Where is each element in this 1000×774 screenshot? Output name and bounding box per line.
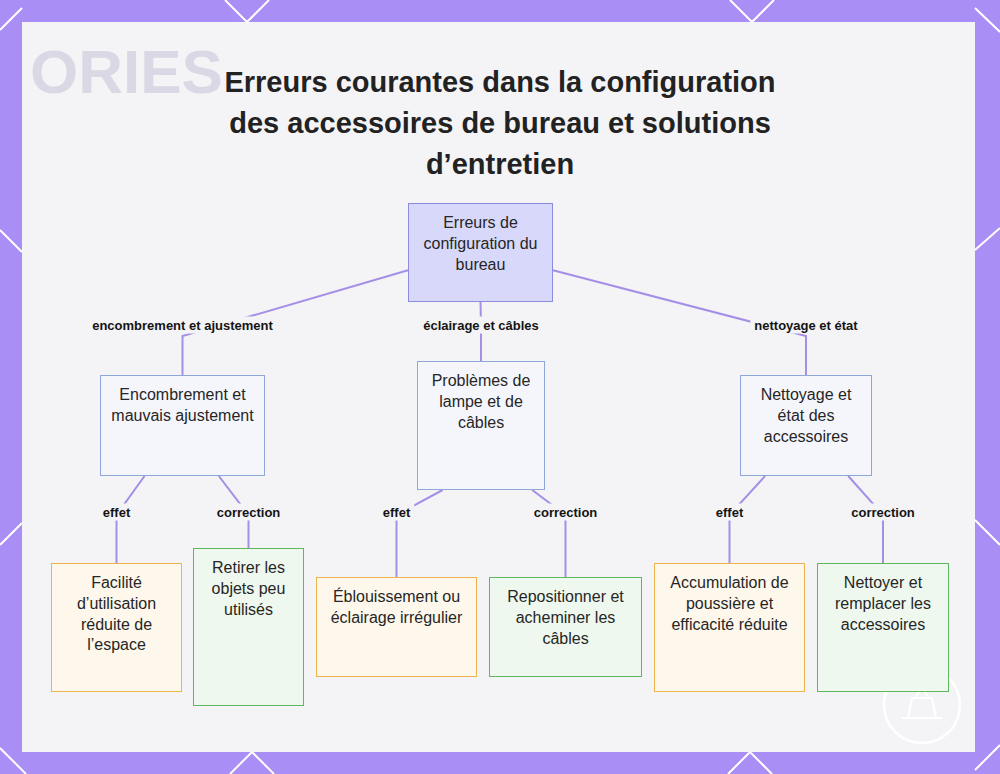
edge-label: nettoyage et état <box>750 317 861 334</box>
edge-label: encombrement et ajustement <box>88 317 277 334</box>
category-box: Nettoyage et état des accessoires <box>740 375 872 476</box>
box-text: Encombrement et mauvais ajustement <box>109 385 256 427</box>
edge-label: correction <box>213 504 285 521</box>
root-box: Erreurs de configuration du bureau <box>408 203 553 302</box>
result-box: Facilité d’utilisation réduite de l’espa… <box>51 563 182 692</box>
box-text: Problèmes de lampe et de câbles <box>426 371 536 433</box>
result-box: Éblouissement ou éclairage irrégulier <box>316 577 477 677</box>
edge-label: effet <box>99 504 134 521</box>
edge-label: effet <box>712 504 747 521</box>
category-box: Encombrement et mauvais ajustement <box>100 375 265 476</box>
result-box: Retirer les objets peu utilisés <box>193 548 304 706</box>
edge-label: correction <box>847 504 919 521</box>
result-box: Accumulation de poussière et efficacité … <box>654 563 805 692</box>
result-box: Repositionner et acheminer les câbles <box>489 577 642 677</box>
box-text: Accumulation de poussière et efficacité … <box>663 573 796 635</box>
box-text: Éblouissement ou éclairage irrégulier <box>325 587 468 629</box>
box-text: Retirer les objets peu utilisés <box>202 558 295 620</box>
category-box: Problèmes de lampe et de câbles <box>417 361 545 490</box>
edge-label: correction <box>530 504 602 521</box>
result-box: Nettoyer et remplacer les accessoires <box>817 563 949 692</box>
panel <box>22 22 975 752</box>
box-text: Erreurs de configuration du bureau <box>417 213 544 275</box>
watermark: ORIES <box>30 36 223 107</box>
box-text: Nettoyage et état des accessoires <box>749 385 863 447</box>
box-text: Repositionner et acheminer les câbles <box>498 587 633 649</box>
edge-label: effet <box>379 504 414 521</box>
edge-label: éclairage et câbles <box>419 317 543 334</box>
box-text: Facilité d’utilisation réduite de l’espa… <box>60 573 173 656</box>
box-text: Nettoyer et remplacer les accessoires <box>826 573 940 635</box>
diagram-title: Erreurs courantes dans la configuration … <box>210 62 790 185</box>
